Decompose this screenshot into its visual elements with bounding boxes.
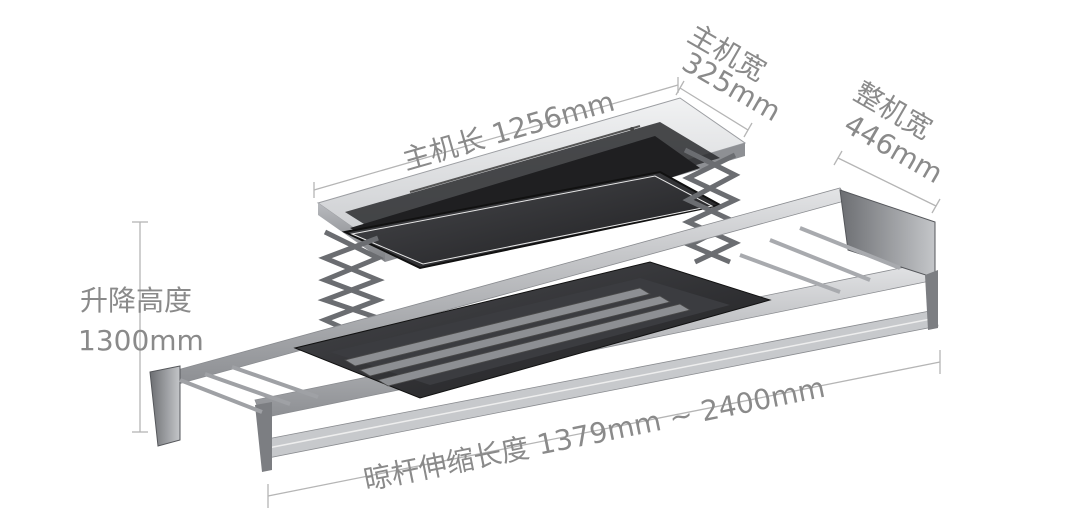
host-unit	[316, 97, 747, 270]
lift-height-value: 1300mm	[78, 324, 204, 357]
drying-rack	[149, 187, 939, 472]
lift-height-title: 升降高度	[80, 284, 192, 317]
dimension-lines	[132, 77, 941, 508]
scissor-arm-right	[681, 147, 741, 265]
